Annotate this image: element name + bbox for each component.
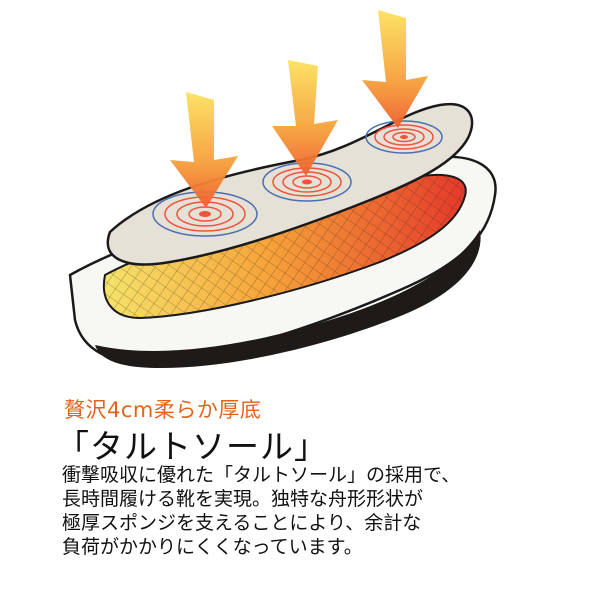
description: 衝撃吸収に優れた「タルトソール」の採用で、 長時間履ける靴を実現。独特な舟形形状… <box>62 463 582 559</box>
page-title: 「タルトソール」 <box>56 427 328 466</box>
sole-illustration <box>68 10 497 368</box>
subtitle: 贅沢4cm柔らか厚底 <box>64 398 262 422</box>
description-line: 負荷がかかりにくくなっています。 <box>62 536 363 558</box>
arrow-down-icon <box>170 10 428 208</box>
description-line: 長時間履ける靴を実現。独特な舟形形状が <box>62 488 424 510</box>
description-line: 衝撃吸収に優れた「タルトソール」の採用で、 <box>62 464 461 486</box>
description-line: 極厚スポンジを支えることにより、余計な <box>62 512 422 534</box>
